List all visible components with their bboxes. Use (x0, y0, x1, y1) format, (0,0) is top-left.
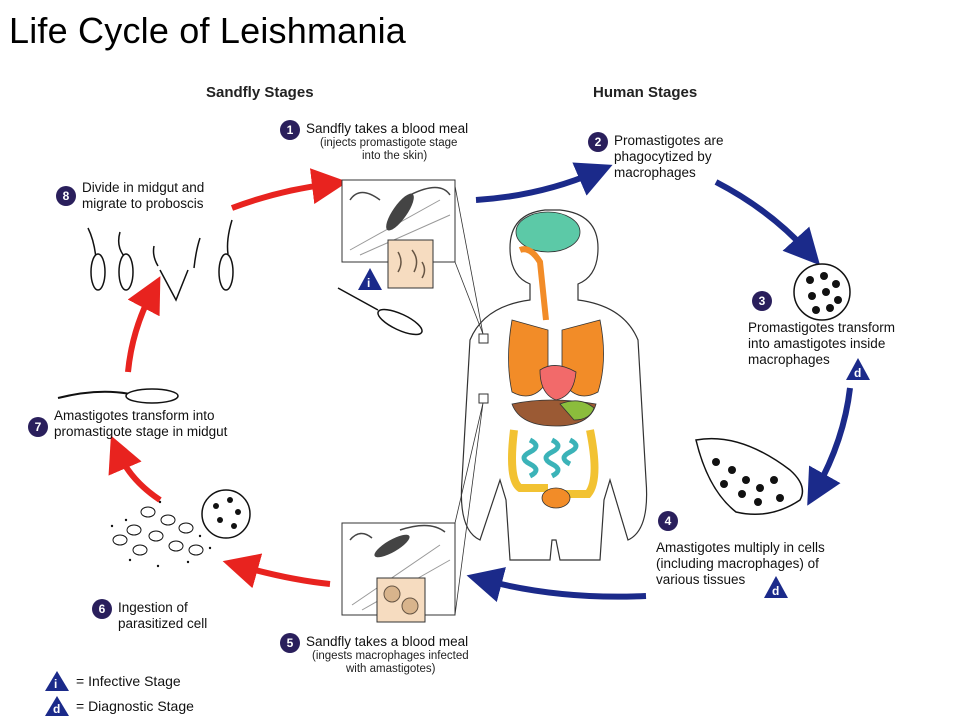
human-body-illustration (454, 185, 648, 616)
step-3-text: Promastigotes transform into amastigotes… (748, 320, 895, 368)
legend-infective: i = Infective Stage (44, 670, 181, 692)
step-2-line-1: Promastigotes are (614, 133, 724, 148)
step-7-number: 7 (28, 417, 48, 437)
step-1-subtext-1: (injects promastigote stage (320, 137, 458, 149)
step-4-line-3: various tissues (656, 572, 746, 587)
arrow-8-to-1 (230, 168, 348, 211)
step-3: 3 (752, 291, 772, 311)
step-6-line-2: parasitized cell (118, 616, 208, 631)
diagnostic-stage-marker-3: d (846, 358, 870, 380)
infective-stage-marker: i (358, 268, 382, 290)
sandfly-stages-heading: Sandfly Stages (206, 84, 314, 101)
step-1-subtext-2: into the skin) (362, 150, 428, 162)
sandfly-cycle-arrows (108, 168, 348, 589)
step-8-line-2: migrate to proboscis (82, 196, 204, 211)
step-7-line-2: promastigote stage in midgut (54, 424, 228, 439)
legend-infective-text: = Infective Stage (76, 673, 181, 689)
step-4-number: 4 (658, 511, 678, 531)
step-2-line-3: macrophages (614, 165, 696, 180)
arrow-6-to-7 (108, 435, 162, 503)
sandfly-bite-panel-top (341, 179, 456, 289)
step-3-line-3: macrophages (748, 352, 830, 367)
human-stages-heading: Human Stages (593, 84, 698, 101)
tissue-cell-with-amastigotes (695, 437, 804, 515)
arrow-2-to-3 (714, 179, 821, 266)
step-3-number: 3 (752, 291, 772, 311)
legend-diagnostic-symbol: d (53, 702, 60, 716)
step-4-line-1: Amastigotes multiply in cells (656, 540, 825, 555)
arrow-3-to-4 (807, 387, 853, 506)
legend-infective-symbol: i (54, 677, 57, 691)
transforming-amastigote (57, 388, 179, 404)
arrow-4-to-5 (466, 567, 647, 602)
arrow-5-to-6 (222, 553, 331, 589)
step-6-number: 6 (92, 599, 112, 619)
step-2: 2 Promastigotes are phagocytized by macr… (588, 132, 724, 181)
infective-stage-icon: i (45, 671, 69, 691)
injected-promastigote (337, 287, 423, 336)
step-3-line-2: into amastigotes inside (748, 336, 886, 351)
sandfly-bite-panel-bottom (341, 522, 456, 623)
step-7-line-1: Amastigotes transform into (54, 408, 215, 423)
infected-macrophage (793, 263, 851, 321)
step-6-line-1: Ingestion of (118, 600, 188, 615)
diagnostic-stage-icon: d (45, 696, 69, 716)
step-1-text: Sandfly takes a blood meal (306, 121, 469, 136)
infective-stage-marker-label: i (367, 276, 370, 290)
step-2-line-2: phagocytized by (614, 149, 712, 164)
arrow-7-to-8 (125, 276, 161, 373)
page-title: Life Cycle of Leishmania (9, 10, 407, 51)
step-6: 6 Ingestion of parasitized cell (92, 599, 208, 632)
ingested-parasitized-cell (110, 489, 251, 568)
step-5-text: Sandfly takes a blood meal (306, 634, 469, 649)
legend-diagnostic: d = Diagnostic Stage (44, 695, 194, 717)
step-5-number: 5 (280, 633, 300, 653)
human-cycle-arrows (466, 162, 853, 602)
step-2-number: 2 (588, 132, 608, 152)
arrow-1-to-2 (475, 162, 613, 203)
step-4-text: Amastigotes multiply in cells (including… (656, 540, 825, 588)
step-1-number: 1 (280, 120, 300, 140)
step-8: 8 Divide in midgut and migrate to probos… (56, 180, 204, 212)
promastigotes-cluster (87, 219, 234, 302)
step-5: 5 Sandfly takes a blood meal (ingests ma… (280, 633, 469, 676)
step-8-number: 8 (56, 186, 76, 206)
step-5-subtext-2: with amastigotes) (346, 663, 436, 675)
legend-diagnostic-text: = Diagnostic Stage (76, 698, 194, 714)
diagnostic-stage-marker-4: d (764, 576, 788, 598)
step-5-subtext-1: (ingests macrophages infected (312, 650, 469, 662)
step-7: 7 Amastigotes transform into promastigot… (28, 408, 227, 440)
step-8-line-1: Divide in midgut and (82, 180, 205, 195)
step-1: 1 Sandfly takes a blood meal (injects pr… (280, 120, 469, 163)
step-4-line-2: (including macrophages) of (656, 556, 819, 571)
diagnostic-stage-marker-4-label: d (772, 584, 779, 598)
diagnostic-stage-marker-3-label: d (854, 366, 861, 380)
step-4: 4 (658, 511, 678, 531)
step-3-line-1: Promastigotes transform (748, 320, 896, 335)
